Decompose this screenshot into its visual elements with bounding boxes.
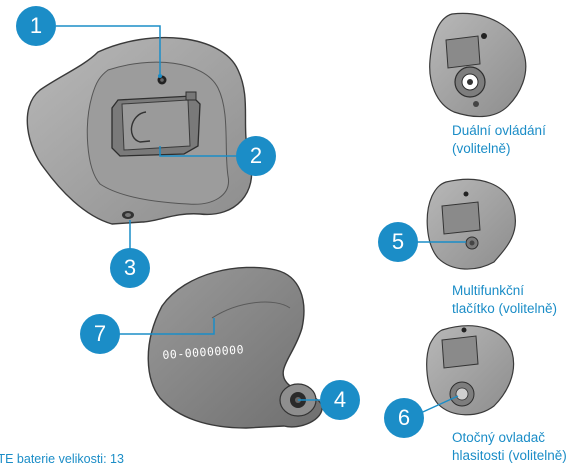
callout-2-badge: 2	[236, 136, 276, 176]
callout-6-badge: 6	[384, 398, 424, 438]
main-hearing-aid	[27, 38, 251, 224]
caption-line-2: tlačítko (volitelně)	[452, 300, 557, 318]
battery-door	[112, 92, 200, 156]
caption-line-1: Otočný ovladač	[452, 429, 567, 447]
callout-3-badge: 3	[110, 248, 150, 288]
callout-1-badge: 1	[16, 6, 56, 46]
caption-line-1: Multifunkční	[452, 282, 557, 300]
caption-line-2: (volitelně)	[452, 140, 546, 158]
battery-size-footnote: ITE baterie velikosti: 13	[0, 452, 124, 466]
variant-dual-control-caption: Duální ovládání (volitelně)	[452, 122, 546, 158]
variant-dual-control-image	[430, 13, 526, 116]
variant-volume-wheel-caption: Otočný ovladač hlasitosti (volitelně)	[452, 429, 567, 465]
callout-5-badge: 5	[378, 222, 418, 262]
variant-multifunction-button-caption: Multifunkční tlačítko (volitelně)	[452, 282, 557, 318]
caption-line-2: hlasitosti (volitelně)	[452, 447, 567, 465]
callout-7-badge: 7	[80, 314, 120, 354]
callout-4-badge: 4	[320, 380, 360, 420]
caption-line-1: Duální ovládání	[452, 122, 546, 140]
variant-volume-wheel-image	[427, 326, 514, 415]
variant-multifunction-button-image	[427, 179, 515, 269]
